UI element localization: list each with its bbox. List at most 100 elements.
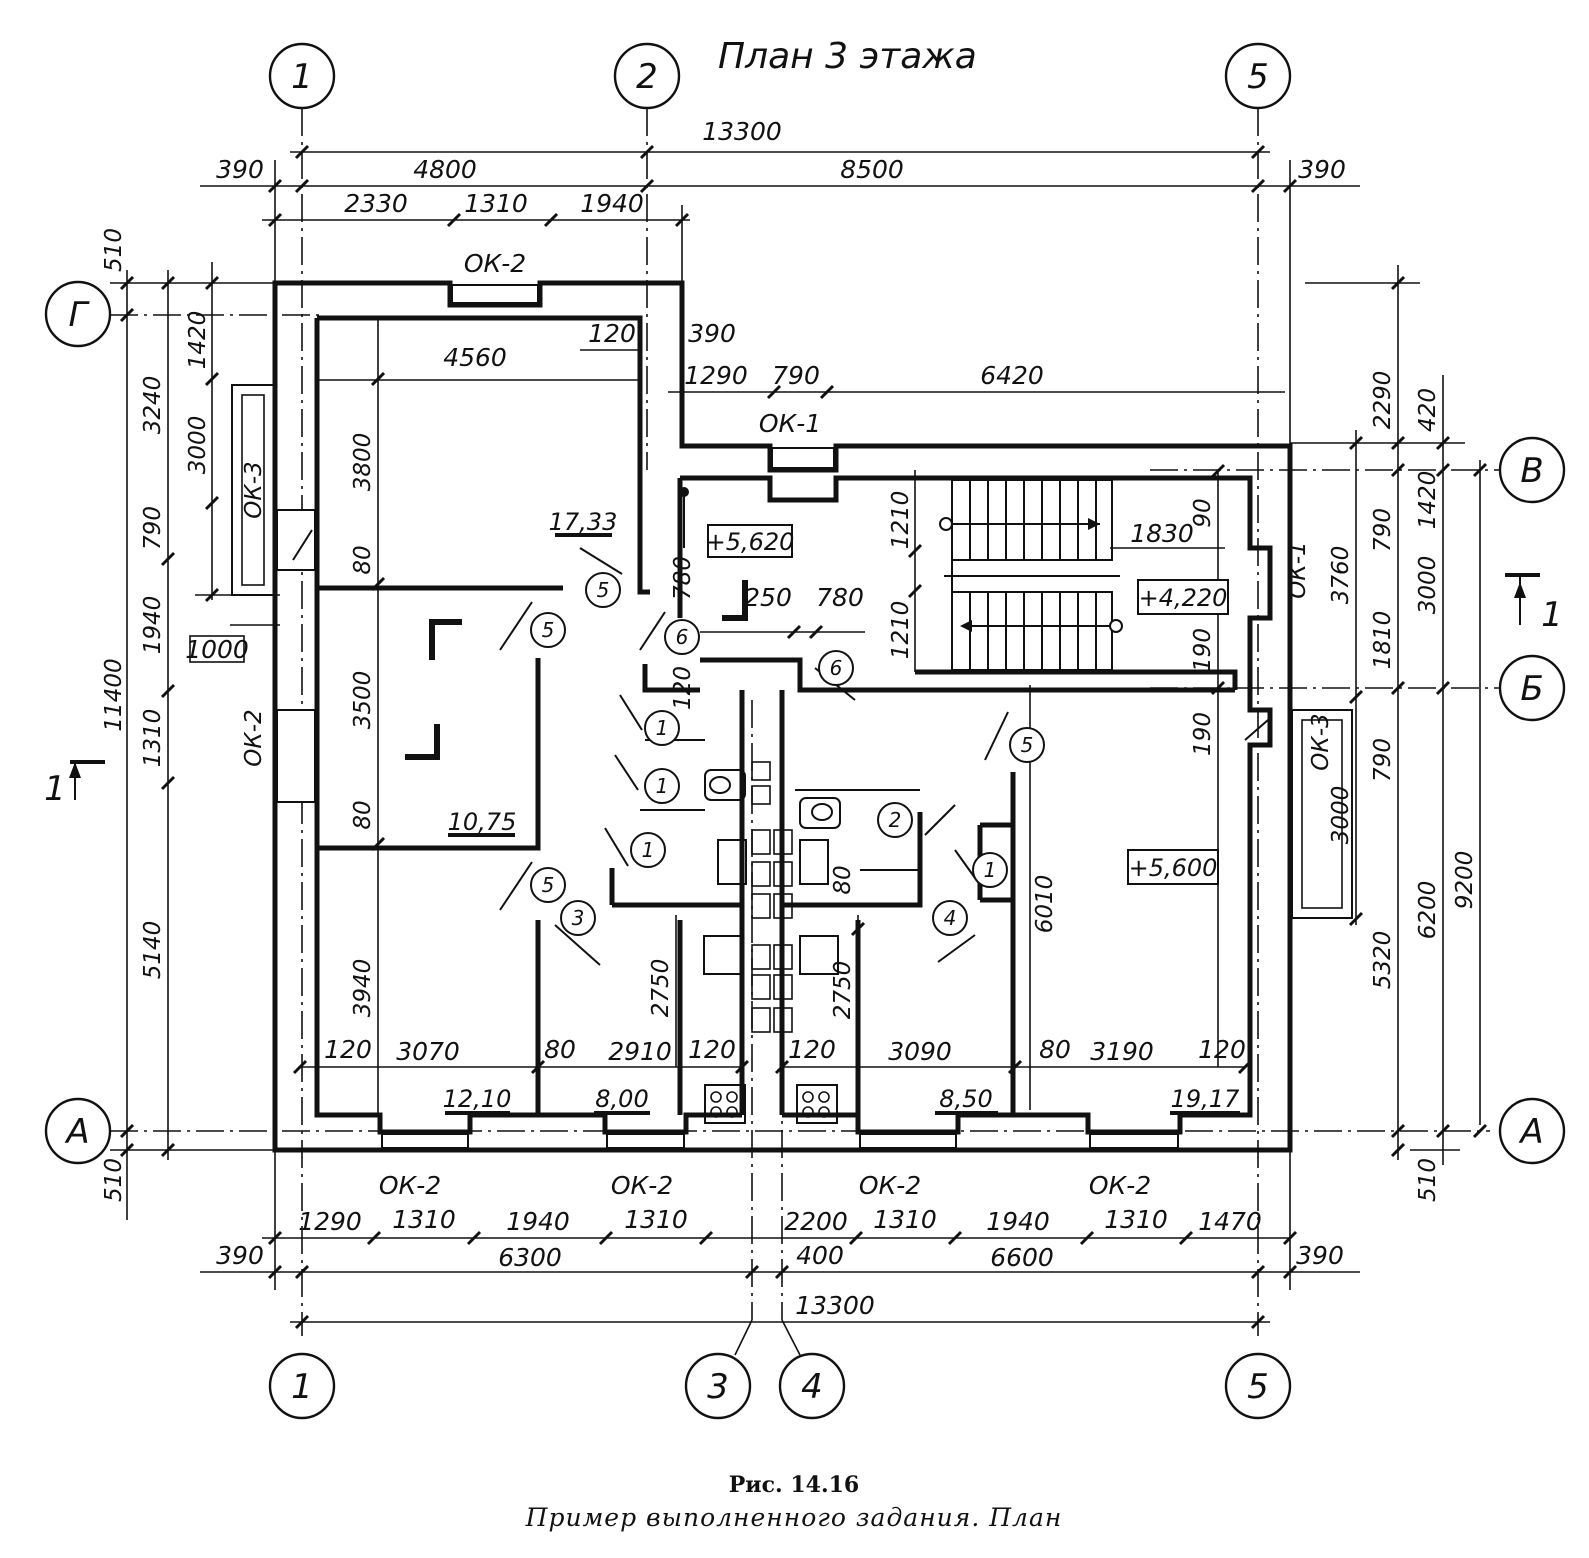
dim-interior: 190 [1190,628,1216,672]
dim-interior: 120 [324,1035,372,1064]
dim-bottom-row1: 1310 [873,1205,937,1234]
axis-label-right-a: А [1518,1112,1543,1152]
dim-top-row1: 4800 [413,155,477,184]
room-area: 12,10 [443,1085,512,1113]
window-label: ОК-2 [611,1171,673,1200]
dim-interior: 6010 [1032,875,1058,934]
room-area: 19,17 [1171,1085,1240,1113]
door-mark: 2 [889,808,902,832]
dim-left-outer: 510 [101,1158,127,1202]
dim-interior: 780 [670,556,696,600]
dim-interior: 780 [816,583,864,612]
dim-interior: 3500 [350,671,376,730]
axis-label-right-v: В [1520,451,1543,491]
window-label: ОК-1 [1285,541,1311,598]
dim-top-row2: 1940 [580,189,644,218]
interior-dimensions: 120 390 4560 1290 790 6420 3800 80 3500 … [324,319,1246,1066]
dim-bottom-row1: 1940 [506,1207,570,1236]
vent-shafts [751,761,793,1033]
dim-right-inner: 3000 [1415,556,1441,615]
axis-label-bottom-3: 3 [707,1367,729,1407]
dim-bottom-row2: 6300 [498,1243,562,1272]
left-dimensions: 510 11400 510 3240 1940 1310 5140 1420 3… [101,228,249,1202]
dim-left-inner: 1420 [185,311,211,370]
dim-interior: 3940 [350,959,376,1018]
window-label: ОК-2 [379,1171,441,1200]
dim-interior: 2910 [608,1037,672,1066]
dim-interior: 1210 [888,601,914,660]
door-mark: 1 [984,858,997,882]
dim-interior: 2750 [648,959,674,1018]
window-openings [231,284,1353,1149]
elevation-label: +4,220 [1139,584,1228,612]
door-mark: 5 [542,618,555,642]
axis-label-bottom-4: 4 [801,1367,823,1407]
door-mark: 1 [656,716,669,740]
door-mark: 6 [676,625,689,649]
dim-bottom-row2: 390 [1296,1241,1344,1270]
dim-bottom-row2: 400 [796,1241,844,1270]
dim-right-middle: 3760 [1328,546,1354,605]
window-label: ОК-2 [1089,1171,1151,1200]
room-area: 8,50 [939,1085,992,1113]
dim-interior: 3190 [1090,1037,1154,1066]
dim-right-middle: 510 [1415,1158,1441,1202]
dim-right-outer: 9200 [1452,851,1478,910]
window-label: ОК-2 [859,1171,921,1200]
dim-interior: 80 [544,1035,576,1064]
door-mark: 3 [572,906,585,930]
dim-bottom-row1: 1310 [392,1205,456,1234]
dim-interior: 250 [744,583,792,612]
right-dimensions: 9200 2290 3760 1810 5320 510 420 790 142… [1328,371,1478,1202]
section-markers [69,573,1540,800]
dim-interior: 80 [350,545,376,574]
dim-left-outer: 510 [101,228,127,272]
dim-bottom-row1: 1940 [986,1207,1050,1236]
door-mark: 1 [656,774,669,798]
dim-bottom-overall: 13300 [795,1291,875,1320]
window-label: ОК-3 [1308,713,1334,770]
dim-right-inner: 1420 [1415,471,1441,530]
dim-interior: 390 [688,319,736,348]
dim-interior: 1210 [888,491,914,550]
door-mark: 5 [1021,733,1034,757]
window-labels: ОК-2 ОК-1 ОК-3 ОК-2 ОК-1 ОК-3 ОК-2 ОК-2 … [241,249,1334,1200]
walls [272,280,1293,1153]
dim-bottom-row1: 1290 [298,1207,362,1236]
drawing-title: План 3 этажа [718,36,977,77]
dim-interior: 120 [588,319,636,348]
dim-right-middle: 1810 [1370,611,1396,670]
dim-top-row1: 8500 [840,155,904,184]
window-label: ОК-3 [241,461,267,518]
room-area: 8,00 [595,1085,648,1113]
dim-left-middle: 1940 [140,596,166,655]
axis-label-top-1: 1 [291,57,313,97]
room-corner-marks [405,580,748,760]
dim-left-inner: 3000 [185,416,211,475]
dim-right-middle: 5320 [1370,931,1396,990]
sanitary-fixtures [703,769,841,1124]
dim-bottom-row1: 1470 [1198,1207,1262,1236]
dim-interior: 80 [350,800,376,829]
dim-left-middle: 3240 [140,376,166,435]
dim-interior: 790 [772,361,820,390]
dim-interior: 3800 [350,433,376,492]
dim-left-middle: 5140 [140,921,166,980]
door-mark-circles: 5 5 5 5 6 6 1 1 1 2 3 4 1 [530,572,1045,936]
dim-interior: 6420 [980,361,1044,390]
dim-interior: 120 [1198,1035,1246,1064]
elevation-label: +5,620 [706,528,795,556]
dim-interior: 1830 [1130,519,1194,548]
dim-interior: 120 [788,1035,836,1064]
dim-right-inner: 790 [1370,738,1396,782]
dim-right-inner: 420 [1415,388,1441,432]
top-dimensions: 13300 390 4800 8500 390 2330 1310 1940 [216,117,1346,218]
dim-interior: 4560 [443,343,507,372]
dim-top-overall: 13300 [702,117,782,146]
dim-top-row1: 390 [1298,155,1346,184]
axis-label-top-5: 5 [1247,57,1269,97]
dim-left-inner: 790 [140,506,166,550]
dim-right-panel: 3000 [1328,786,1354,845]
dim-bottom-row2: 390 [216,1241,264,1270]
